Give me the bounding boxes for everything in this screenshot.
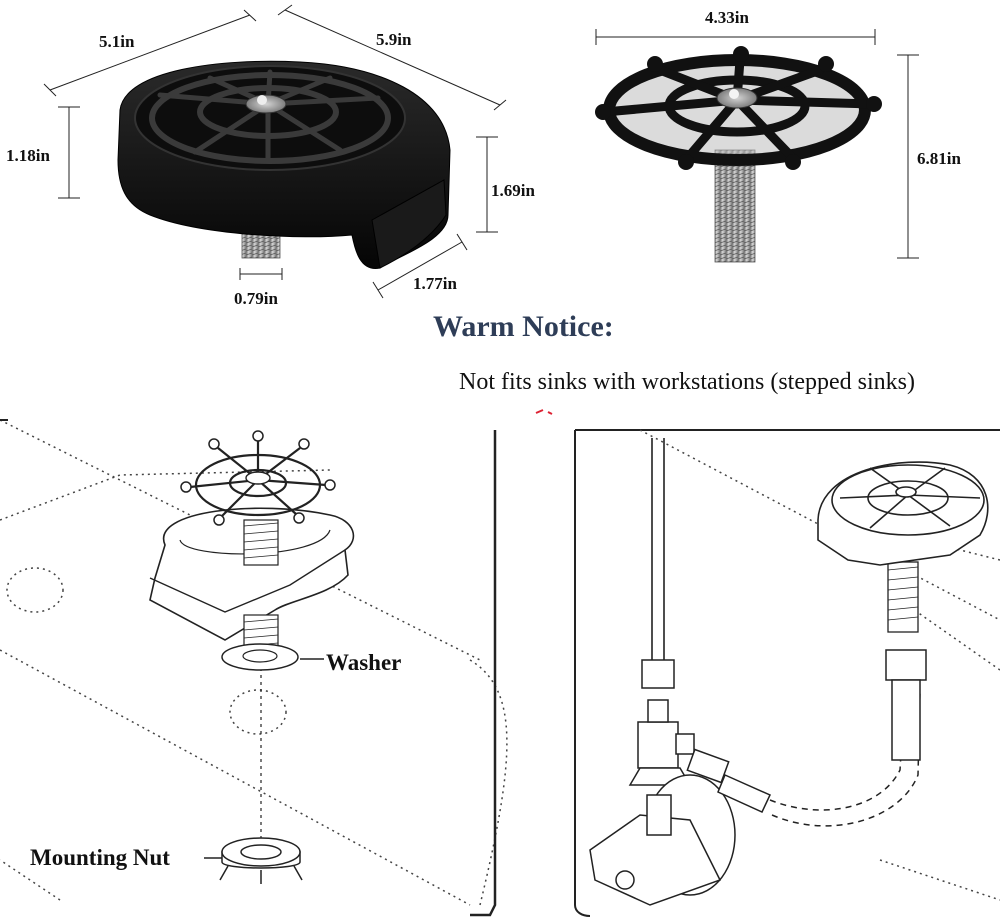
dim-wheel-diameter: 4.33in xyxy=(705,8,749,27)
install-diagram-right xyxy=(574,429,1000,917)
dim-top-depth: 5.9in xyxy=(376,30,412,49)
wheel-stem xyxy=(714,149,756,263)
wheel-product-image xyxy=(595,46,882,263)
rinser-nozzle xyxy=(245,94,287,114)
rinser-lineart xyxy=(817,461,989,566)
washer-label: Washer xyxy=(326,650,402,675)
rinser-product-image xyxy=(117,60,451,269)
base-outline xyxy=(149,507,355,641)
install-diagram-left xyxy=(0,419,508,917)
mounting-nut-label: Mounting Nut xyxy=(30,845,170,870)
notice-text: Not fits sinks with workstations (steppe… xyxy=(459,369,915,395)
dimension-lines-left xyxy=(43,4,507,299)
dim-spout-width: 1.77in xyxy=(413,274,457,293)
dim-top-width: 5.1in xyxy=(99,32,135,51)
dim-thread-diameter: 0.79in xyxy=(234,289,278,308)
notice-title: Warm Notice: xyxy=(433,310,614,343)
dim-body-height: 1.18in xyxy=(6,146,50,165)
dim-spout-height: 1.69in xyxy=(491,181,535,200)
mounting-nut-part xyxy=(219,837,303,884)
dim-total-height: 6.81in xyxy=(917,149,961,168)
wheel-knobs xyxy=(595,46,882,170)
dimension-lines-right xyxy=(595,29,919,259)
angle-valve xyxy=(589,699,736,906)
red-mark xyxy=(535,409,553,415)
